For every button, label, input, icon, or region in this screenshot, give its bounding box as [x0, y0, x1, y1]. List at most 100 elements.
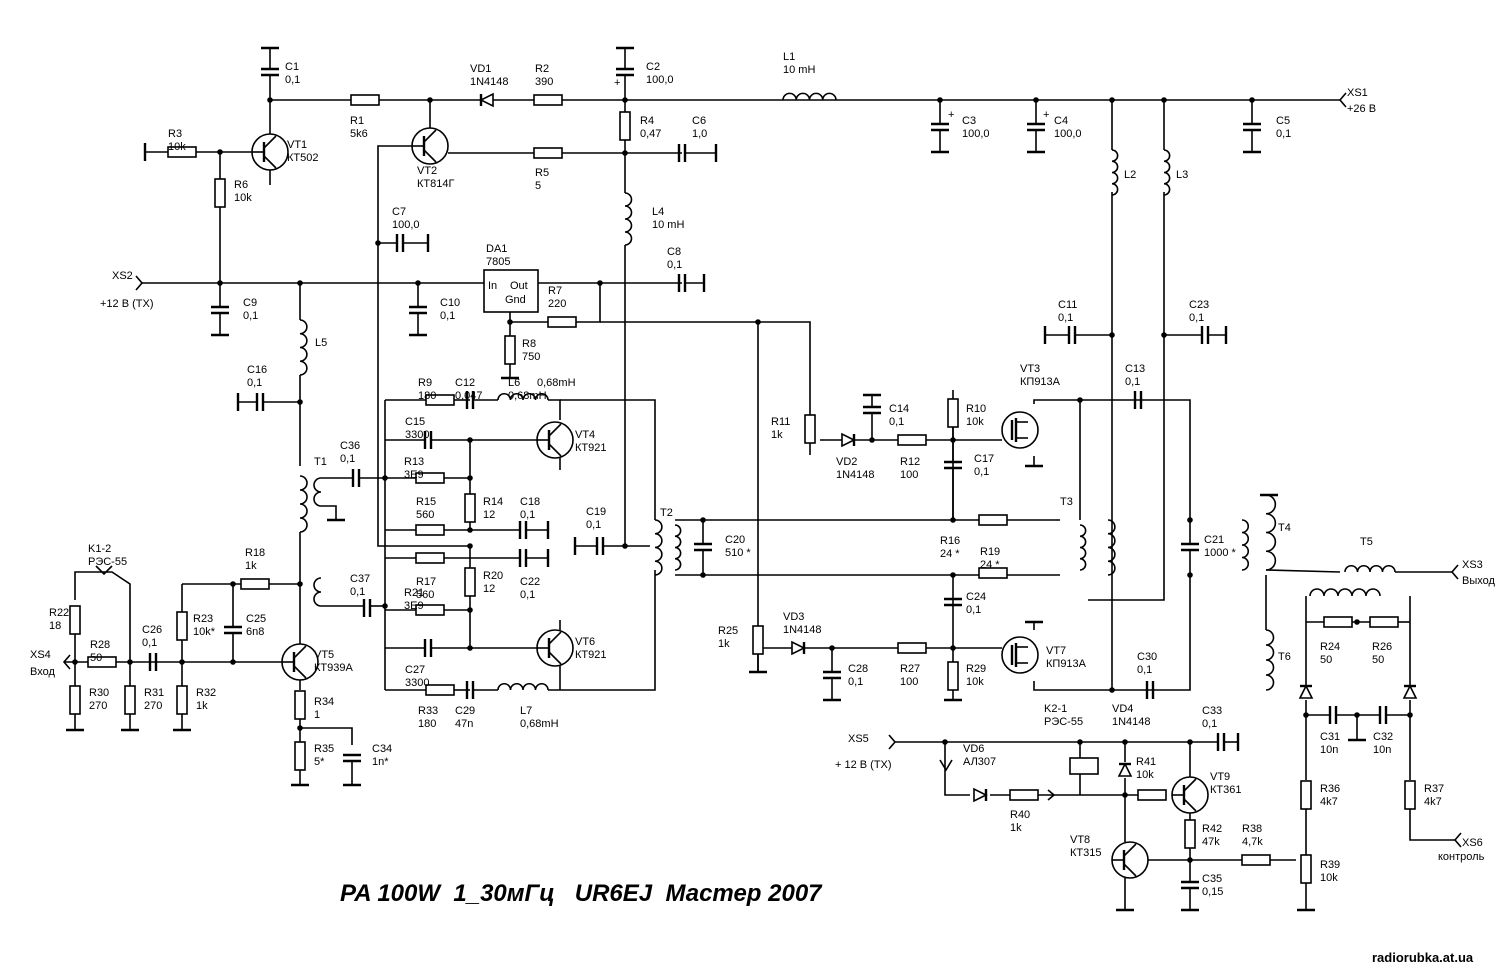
ref-r20: R20	[483, 570, 503, 582]
capacitor-c2	[616, 67, 634, 77]
resistor-r17	[415, 552, 445, 564]
ref-c17: C17	[974, 453, 994, 465]
value-r30: 270	[89, 700, 107, 712]
ref-r26: R26	[1372, 641, 1392, 653]
capacitor-c26	[148, 653, 158, 671]
resistor-r34	[294, 690, 306, 720]
arrow-mark	[1047, 789, 1056, 801]
capacitor-c27	[423, 639, 433, 657]
connector-xs3	[1450, 564, 1459, 580]
ref-vt9: VT9	[1210, 771, 1230, 783]
value-c25: 6n8	[246, 626, 264, 638]
capacitor-c33	[1216, 733, 1226, 751]
transistor-vt5	[281, 643, 319, 681]
inductor-t6	[1265, 629, 1275, 691]
ref-t5: T5	[1360, 536, 1373, 548]
value-r19: 24 *	[980, 559, 1000, 571]
inductor-l7	[497, 682, 549, 691]
value-c15: 3300	[405, 429, 429, 441]
ref-c26: C26	[142, 624, 162, 636]
ref-vd4: VD4	[1112, 703, 1133, 715]
label-xs6: контроль	[1438, 851, 1485, 863]
ref-l6: L6	[508, 377, 520, 389]
ref-vt5: VT5	[314, 649, 334, 661]
ref-vd6: VD6	[963, 743, 984, 755]
wires	[64, 48, 1455, 910]
wire	[1033, 575, 1191, 691]
pin-out: Out	[510, 280, 528, 292]
ref-c15: C15	[405, 416, 425, 428]
value-r1: 5k6	[350, 128, 368, 140]
capacitor-c11	[1067, 326, 1077, 344]
inductor-t3s	[1107, 519, 1116, 576]
value-r11: 1k	[771, 429, 783, 441]
value-c3: 100,0	[962, 128, 990, 140]
transistor-vt1	[251, 133, 289, 171]
resistor-r41	[1137, 789, 1167, 801]
value-r14: 12	[483, 509, 495, 521]
inductor-t5	[1344, 564, 1396, 573]
ref-c18: C18	[520, 496, 540, 508]
value-c18: 0,1	[520, 509, 535, 521]
transistor-vt4	[536, 421, 574, 459]
ref-vt8: VT8	[1070, 834, 1090, 846]
inductor-l5	[299, 319, 308, 376]
ref-xs5: XS5	[848, 733, 869, 745]
ref-r11: R11	[771, 416, 790, 428]
value-r36: 4k7	[1320, 796, 1338, 808]
value-c32: 10n	[1373, 744, 1391, 756]
ref-r18: R18	[245, 547, 265, 559]
ref-r5: R5	[535, 167, 549, 179]
transistor-vt6	[536, 629, 574, 667]
value-r22: 18	[49, 620, 61, 632]
ref-r3: R3	[168, 128, 182, 140]
wire	[560, 399, 656, 520]
value-r9: 180	[418, 390, 436, 402]
value-vt2: КТ814Г	[417, 178, 454, 190]
capacitor-c1	[261, 67, 279, 77]
ref-r15: R15	[416, 496, 436, 508]
transistor-vt8	[1111, 841, 1149, 879]
diode-vd3	[791, 640, 806, 656]
ref-r41: R41	[1136, 756, 1156, 768]
ref-c9: C9	[243, 297, 257, 309]
value-r41: 10k	[1136, 769, 1154, 781]
wire	[944, 742, 970, 796]
value-c29: 47n	[455, 718, 473, 730]
ref-c23: C23	[1189, 299, 1209, 311]
value-c11: 0,1	[1058, 312, 1073, 324]
resistor-r12	[897, 434, 927, 446]
ref-c35: C35	[1202, 873, 1222, 885]
resistor-r32	[176, 685, 188, 715]
capacitor-c16	[255, 393, 265, 411]
ref-xs4: XS4	[30, 649, 51, 661]
ref-r19: R19	[980, 546, 1000, 558]
ref-c30: C30	[1137, 651, 1157, 663]
ref-xs6: XS6	[1462, 837, 1483, 849]
wire	[548, 399, 561, 420]
resistor-r29	[947, 661, 959, 691]
transistor-vt3	[1001, 411, 1039, 449]
ref-r17: R17	[416, 576, 436, 588]
value-c16: 0,1	[247, 377, 262, 389]
ref-c25: C25	[246, 613, 266, 625]
resistor-r8	[504, 335, 516, 365]
value-r35: 5*	[314, 756, 325, 768]
value-c10: 0,1	[440, 310, 455, 322]
value-l1: 10 mH	[783, 64, 815, 76]
ref-c36: C36	[340, 440, 360, 452]
resistor-r16	[978, 514, 1008, 526]
potentiometer-r39	[1300, 854, 1312, 884]
transistor-vt2	[411, 127, 449, 165]
ref-l4: L4	[652, 206, 664, 218]
ref-c11: C11	[1058, 299, 1077, 311]
value-c22: 0,1	[520, 589, 535, 601]
inductor-l6	[497, 392, 549, 401]
resistor-r31	[124, 685, 136, 715]
value-r27: 100	[900, 676, 918, 688]
ref-vt1: VT1	[287, 139, 307, 151]
value-r21: 3E9	[404, 600, 424, 612]
value-r29: 10k	[966, 676, 984, 688]
wire	[758, 321, 811, 415]
ref-c22: C22	[520, 576, 540, 588]
